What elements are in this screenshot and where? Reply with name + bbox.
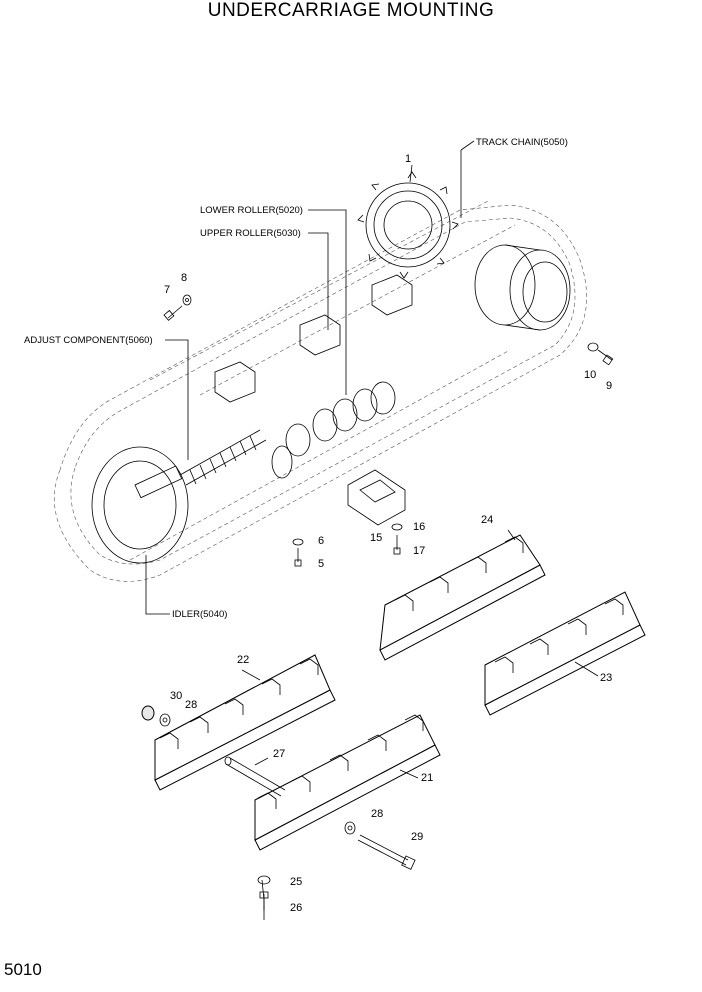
callout-1: 1 [405,153,411,165]
callout-24: 24 [481,514,493,526]
shoe-guard-24 [379,534,546,661]
page-number: 5010 [4,960,42,979]
callout-28-left: 28 [185,699,197,711]
label-track-chain: TRACK CHAIN(5050) [476,137,568,148]
washer-10 [587,342,599,352]
track-chain-outline [53,199,587,582]
track-guard-15 [347,469,406,526]
callout-28-right: 28 [371,808,383,820]
callout-29: 29 [411,831,423,843]
callout-8: 8 [181,272,187,284]
callout-7: 7 [164,284,170,296]
callout-17: 17 [413,545,425,557]
bolt-17 [393,535,401,555]
bolt-7 [163,305,183,321]
bolt-9 [597,349,614,366]
leader-lines [145,140,599,920]
lower-rollers [271,381,396,479]
callout-23: 23 [600,672,612,684]
washer-25 [257,875,271,885]
callout-9: 9 [606,380,612,392]
callout-10: 10 [584,369,596,381]
washer-16 [391,523,403,531]
label-upper-roller: UPPER ROLLER(5030) [200,228,301,239]
idler-wheel [91,446,189,564]
callout-5: 5 [318,558,324,570]
callout-25: 25 [290,876,302,888]
callout-21: 21 [421,772,433,784]
sprocket [357,171,459,279]
washer-28-right [344,821,356,835]
bolt-5 [294,548,302,567]
label-lower-roller: LOWER ROLLER(5020) [200,205,303,216]
label-idler: IDLER(5040) [172,609,227,620]
callout-30: 30 [170,690,182,702]
label-adjust-component: ADJUST COMPONENT(5060) [24,335,153,346]
callout-26: 26 [290,902,302,914]
page-title: UNDERCARRIAGE MOUNTING [207,0,495,21]
callout-16: 16 [413,521,425,533]
upper-rollers [214,274,413,403]
pin-27 [224,756,286,797]
adjust-component-spring [179,429,267,486]
washer-8 [182,294,192,306]
callout-22: 22 [237,654,249,666]
callout-15: 15 [370,532,382,544]
washer-28-left [159,713,171,727]
washer-6 [292,538,304,546]
shoe-guard-21 [254,714,441,851]
callout-6: 6 [318,535,324,547]
nut-30 [141,705,155,721]
shoe-guard-23 [484,591,646,716]
callout-27: 27 [273,748,285,760]
travel-motor [474,244,571,331]
shoe-guard-22 [154,654,336,791]
bolt-29 [357,834,416,870]
